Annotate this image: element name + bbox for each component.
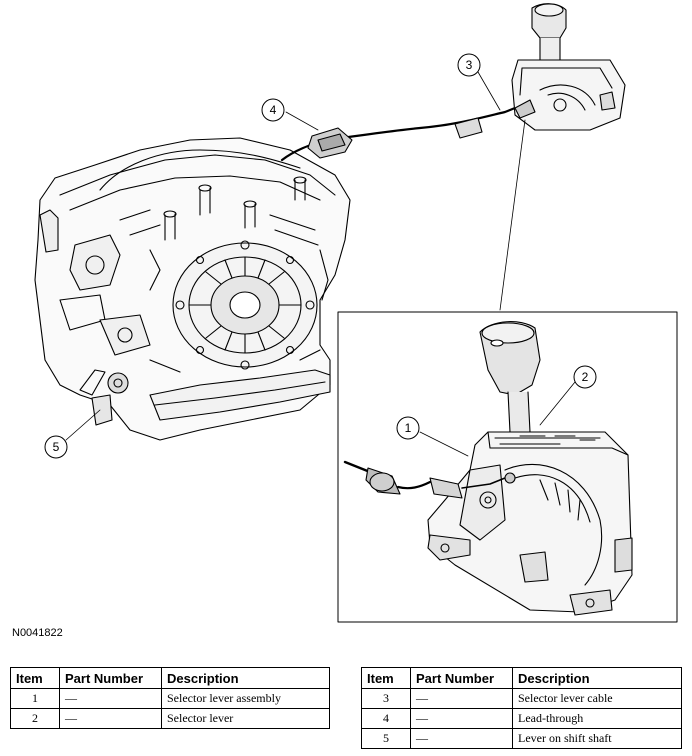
transmission-drawing bbox=[34, 137, 351, 441]
callout-5: 5 bbox=[44, 435, 68, 459]
header-part-number: Part Number bbox=[59, 667, 162, 689]
callout-3-label: 3 bbox=[466, 58, 473, 72]
table-row: 5 — Lever on shift shaft bbox=[361, 728, 682, 749]
header-item: Item bbox=[10, 667, 60, 689]
cell-item: 3 bbox=[361, 688, 411, 709]
callout-2-label: 2 bbox=[582, 370, 589, 384]
table-header-row: Item Part Number Description bbox=[361, 667, 682, 689]
cell-item: 1 bbox=[10, 688, 60, 709]
header-item: Item bbox=[361, 667, 411, 689]
cell-description: Selector lever bbox=[161, 708, 330, 729]
header-part-number: Part Number bbox=[410, 667, 513, 689]
callout-5-label: 5 bbox=[53, 440, 60, 454]
cell-part-number: — bbox=[410, 708, 513, 729]
parts-table-right: Item Part Number Description 3 — Selecto… bbox=[361, 667, 682, 749]
table-row: 4 — Lead-through bbox=[361, 708, 682, 729]
table-row: 2 — Selector lever bbox=[10, 708, 330, 729]
callout-3: 3 bbox=[457, 53, 481, 77]
cell-item: 4 bbox=[361, 708, 411, 729]
cell-description: Selector lever cable bbox=[512, 688, 682, 709]
shifter-small-drawing bbox=[511, 3, 626, 131]
figure-id: N0041822 bbox=[12, 627, 63, 639]
table-header-row: Item Part Number Description bbox=[10, 667, 330, 689]
callout-4-label: 4 bbox=[270, 103, 277, 117]
lead-through-drawing bbox=[307, 127, 353, 159]
transmission-shifter-illustration: 3 4 5 1 2 bbox=[34, 3, 678, 623]
parts-table-left: Item Part Number Description 1 — Selecto… bbox=[10, 667, 330, 729]
cell-part-number: — bbox=[59, 708, 162, 729]
table-row: 3 — Selector lever cable bbox=[361, 688, 682, 709]
cell-description: Lever on shift shaft bbox=[512, 728, 682, 749]
header-description: Description bbox=[161, 667, 330, 689]
cell-part-number: — bbox=[59, 688, 162, 709]
shifter-detail-drawing bbox=[343, 321, 633, 616]
header-description: Description bbox=[512, 667, 682, 689]
cell-description: Selector lever assembly bbox=[161, 688, 330, 709]
cell-item: 5 bbox=[361, 728, 411, 749]
callout-1-label: 1 bbox=[405, 421, 412, 435]
table-row: 1 — Selector lever assembly bbox=[10, 688, 330, 709]
cell-part-number: — bbox=[410, 728, 513, 749]
cell-description: Lead-through bbox=[512, 708, 682, 729]
callout-4: 4 bbox=[261, 98, 285, 122]
callout-2: 2 bbox=[573, 365, 597, 389]
cell-part-number: — bbox=[410, 688, 513, 709]
cell-item: 2 bbox=[10, 708, 60, 729]
callout-1: 1 bbox=[396, 416, 420, 440]
